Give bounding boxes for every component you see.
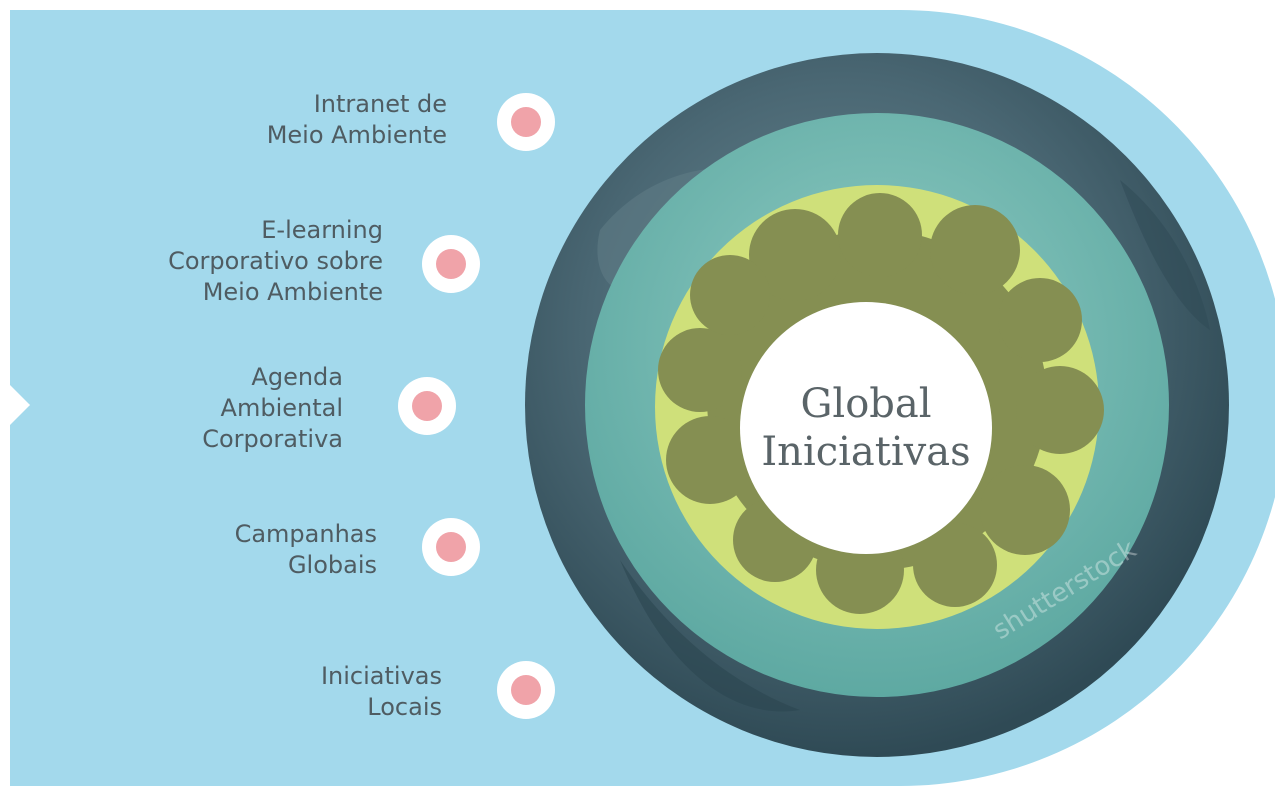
label-agenda: Agenda Ambiental Corporativa <box>202 362 343 455</box>
center-title-line: Global <box>800 381 932 427</box>
label-line: Intranet de <box>313 90 447 118</box>
label-line: Locais <box>367 693 442 721</box>
label-line: Agenda <box>251 363 343 391</box>
center-title-line: Iniciativas <box>761 429 971 475</box>
label-line: Corporativo sobre <box>168 247 383 275</box>
marker-elearning <box>422 235 480 293</box>
label-line: Iniciativas <box>320 662 442 690</box>
marker-dot <box>511 107 541 137</box>
label-line: Meio Ambiente <box>202 278 383 306</box>
center-title: Global Iniciativas <box>740 323 992 533</box>
marker-locais <box>497 661 555 719</box>
label-intranet: Intranet de Meio Ambiente <box>267 89 447 151</box>
label-elearning: E-learning Corporativo sobre Meio Ambien… <box>168 215 383 308</box>
label-line: Campanhas <box>234 520 377 548</box>
panel-notch <box>0 385 30 425</box>
globe-landmass <box>1120 180 1210 330</box>
label-campanhas: Campanhas Globais <box>235 519 377 581</box>
label-line: Globais <box>287 551 377 579</box>
marker-dot <box>436 249 466 279</box>
label-line: Ambiental <box>220 394 343 422</box>
marker-agenda <box>398 377 456 435</box>
label-line: E-learning <box>261 216 383 244</box>
marker-campanhas <box>422 518 480 576</box>
label-line: Corporativa <box>202 425 343 453</box>
center-circle <box>740 302 992 554</box>
marker-dot <box>511 675 541 705</box>
marker-dot <box>412 391 442 421</box>
label-line: Meio Ambiente <box>266 121 447 149</box>
marker-dot <box>436 532 466 562</box>
label-locais: Iniciativas Locais <box>321 661 442 723</box>
marker-intranet <box>497 93 555 151</box>
globe-landmass <box>620 560 800 712</box>
